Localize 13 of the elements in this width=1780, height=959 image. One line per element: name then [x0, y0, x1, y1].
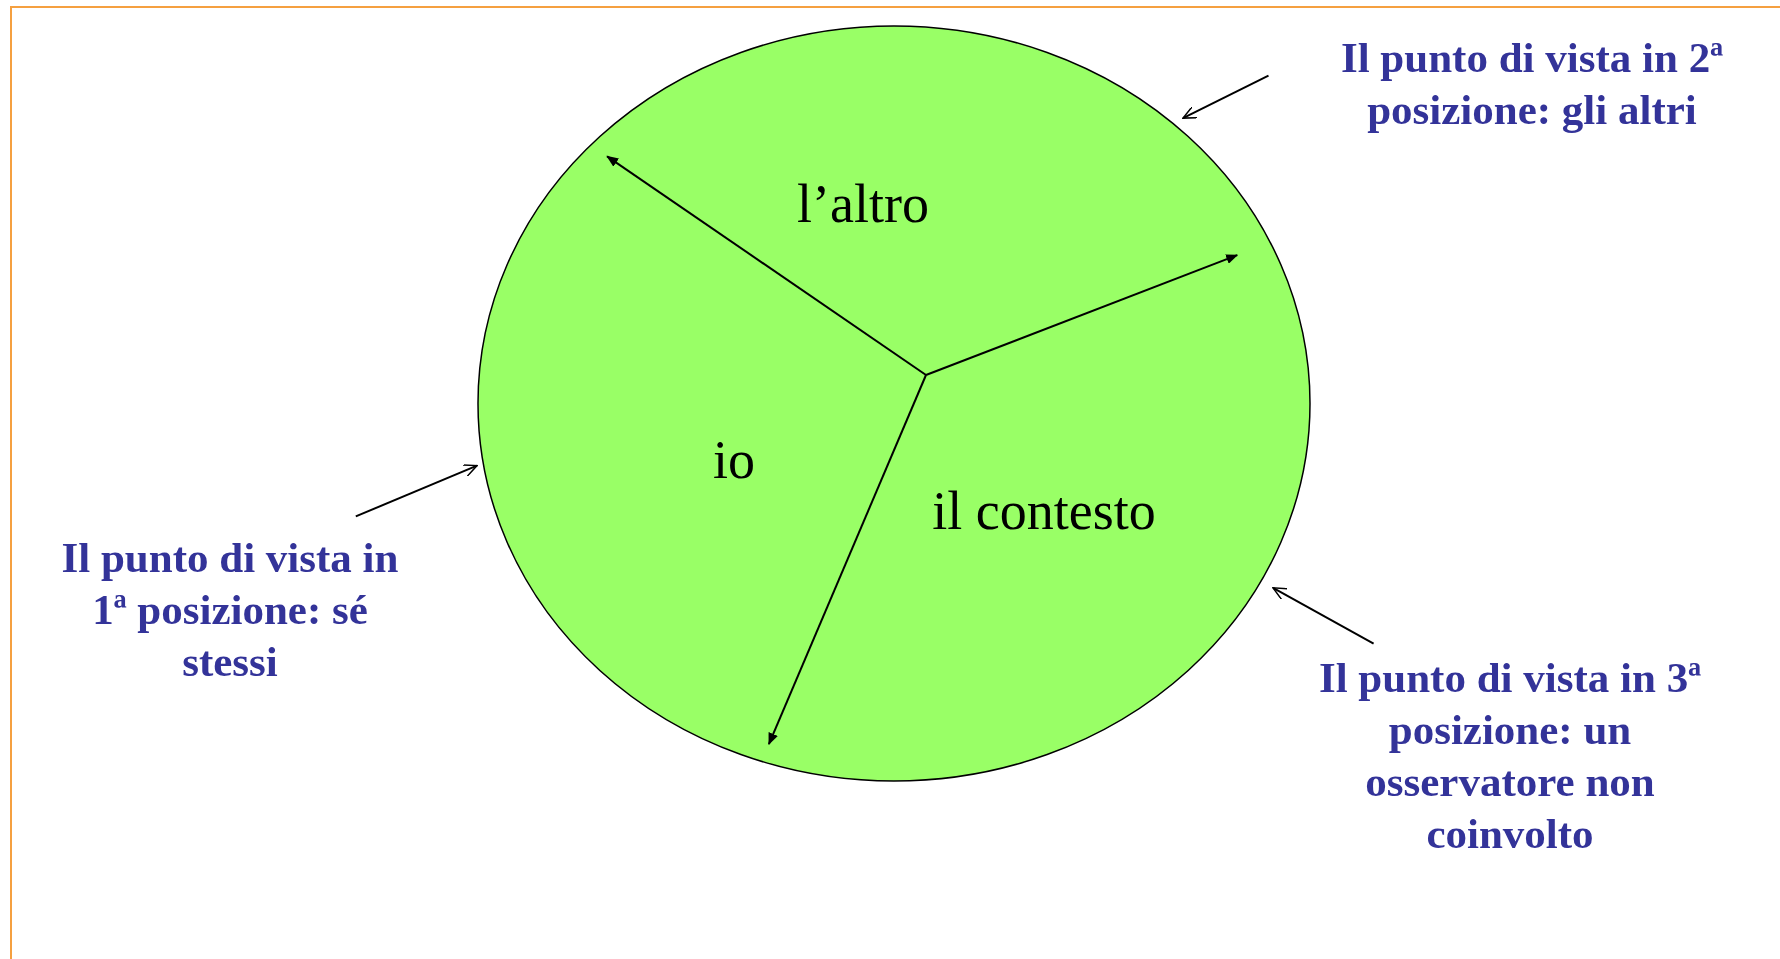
sector-label: il contesto: [884, 481, 1204, 541]
arrow: [767, 374, 927, 746]
callout-text: Il punto di vista in 1ª posizione: sé stessi: [45, 532, 415, 688]
leader-arrow: [354, 464, 478, 518]
arrow: [606, 155, 927, 376]
arrow: [925, 254, 1239, 376]
callout-text: Il punto di vista in 2ª posizione: gli altri: [1288, 32, 1776, 136]
sector-label: io: [674, 430, 794, 490]
callout-text: Il punto di vista in 3ª posizione: un osservatore non coinvolto: [1290, 652, 1730, 860]
sector-circle: [477, 25, 1311, 782]
sector-label: l’altro: [723, 174, 1003, 234]
leader-arrow: [1182, 74, 1270, 120]
leader-arrow: [1272, 586, 1375, 645]
